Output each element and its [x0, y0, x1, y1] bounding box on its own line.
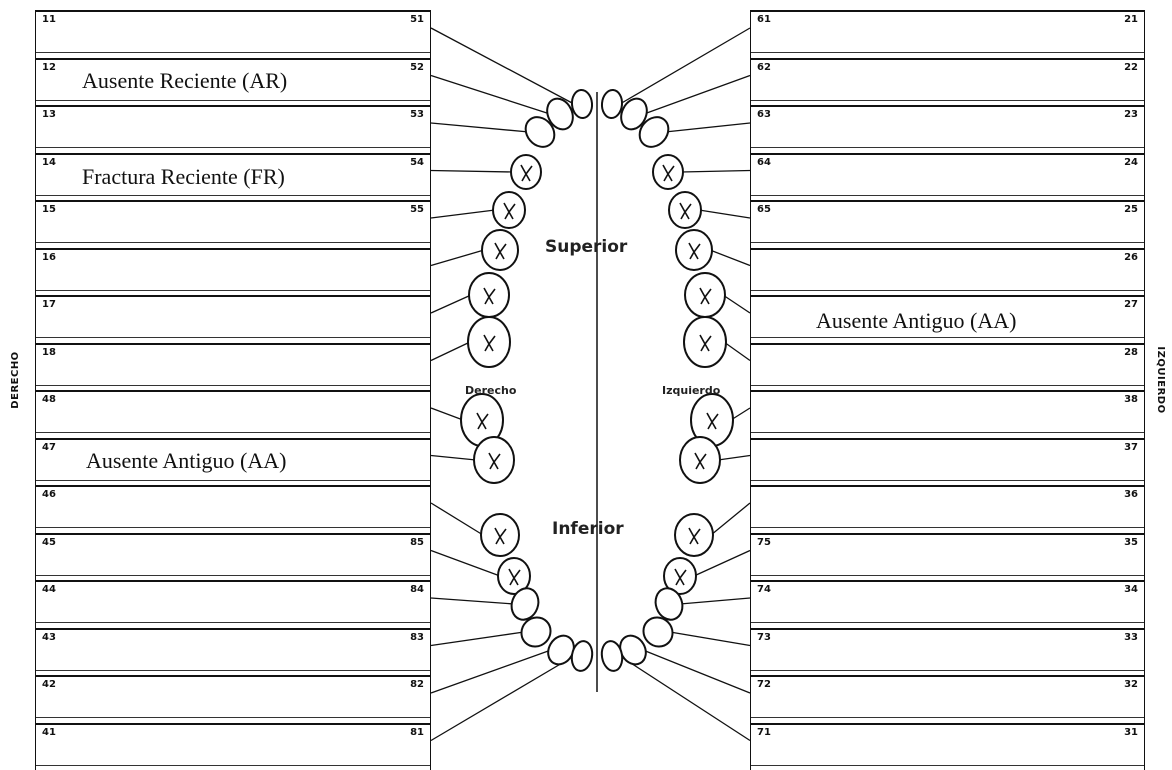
- leader-line: [710, 250, 750, 266]
- leader-line: [431, 650, 551, 693]
- tooth-shape[interactable]: [675, 514, 713, 556]
- arch-label-izquierdo: Izquierdo: [662, 384, 721, 397]
- annotation-tooth-14: Fractura Reciente (FR): [82, 166, 285, 188]
- leader-line: [643, 650, 750, 693]
- tooth-shape[interactable]: [680, 437, 720, 483]
- annotation-tooth-12: Ausente Reciente (AR): [82, 70, 287, 92]
- tooth-shape[interactable]: [493, 192, 525, 228]
- leader-line: [431, 456, 476, 461]
- tooth-shape[interactable]: [669, 192, 701, 228]
- leader-line: [718, 456, 750, 461]
- tooth-shape[interactable]: [511, 155, 541, 189]
- tooth-shape[interactable]: [482, 230, 518, 270]
- arch-label-superior: Superior: [545, 237, 628, 257]
- leader-line: [431, 250, 484, 266]
- tooth-shape[interactable]: [676, 230, 712, 270]
- leader-line: [431, 171, 513, 173]
- leader-line: [680, 598, 750, 604]
- tooth-shape[interactable]: [684, 317, 726, 367]
- annotation-tooth-27: Ausente Antiguo (AA): [816, 310, 1016, 332]
- tooth-shape[interactable]: [685, 273, 725, 317]
- leader-line: [431, 598, 514, 604]
- leader-line: [431, 210, 495, 218]
- leader-line: [699, 210, 750, 218]
- leader-line: [724, 342, 750, 361]
- tooth-shape[interactable]: [468, 317, 510, 367]
- leader-line: [431, 632, 524, 646]
- leader-line: [620, 656, 750, 741]
- leader-line: [711, 503, 750, 535]
- tooth-shape[interactable]: [653, 155, 683, 189]
- tooth-shape[interactable]: [571, 89, 593, 119]
- leader-line: [431, 503, 483, 535]
- tooth-shape[interactable]: [469, 273, 509, 317]
- leader-line: [620, 28, 750, 104]
- leader-line: [431, 551, 500, 577]
- leader-line: [723, 295, 750, 313]
- leader-line: [431, 408, 463, 420]
- leader-line: [431, 656, 574, 741]
- leader-line: [665, 123, 750, 132]
- tooth-shape[interactable]: [474, 437, 514, 483]
- leader-line: [431, 295, 471, 313]
- tooth-shape[interactable]: [481, 514, 519, 556]
- annotation-tooth-47: Ausente Antiguo (AA): [86, 450, 286, 472]
- arch-label-derecho: Derecho: [465, 384, 517, 397]
- leader-line: [431, 28, 574, 104]
- leader-line: [431, 342, 470, 361]
- leader-line: [670, 632, 750, 646]
- tooth-shape[interactable]: [601, 89, 623, 119]
- leader-line: [431, 123, 529, 132]
- leader-line: [681, 171, 750, 173]
- arch-label-inferior: Inferior: [552, 519, 624, 539]
